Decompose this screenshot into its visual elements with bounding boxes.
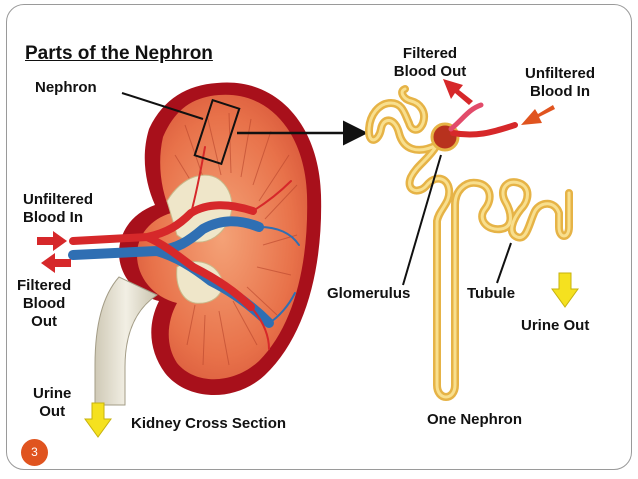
renal-pelvis-lower bbox=[176, 261, 223, 304]
label-urine-out-left: Urine Out bbox=[33, 385, 71, 421]
unfiltered-blood-in-arrow-left bbox=[37, 231, 67, 251]
label-tubule: Tubule bbox=[467, 285, 516, 302]
label-line: Blood In bbox=[530, 83, 590, 100]
label-kidney-cross-section: Kidney Cross Section bbox=[131, 415, 287, 432]
slide-title: Parts of the Nephron bbox=[25, 43, 213, 64]
page-number-badge: 3 bbox=[21, 439, 48, 466]
label-line: Filtered bbox=[17, 277, 72, 294]
label-one-nephron: One Nephron bbox=[427, 411, 523, 428]
slide: Parts of the Nephron Nephron Unfiltered … bbox=[6, 4, 632, 470]
small-vessels bbox=[190, 146, 300, 350]
tubule-pointer bbox=[496, 242, 512, 284]
efferent-arteriole bbox=[448, 102, 484, 132]
label-line: Unfiltered bbox=[524, 65, 595, 82]
nephron-highlight-box bbox=[193, 98, 241, 166]
ureter bbox=[94, 276, 159, 406]
label-filtered-blood-out-left: Filtered Blood Out bbox=[17, 277, 71, 331]
label-line: Unfiltered bbox=[23, 191, 94, 208]
kidney-cross-section bbox=[68, 82, 322, 406]
label-line: Out bbox=[31, 313, 57, 330]
urine-out-arrow-right bbox=[551, 272, 579, 308]
label-line: Blood Out bbox=[393, 63, 467, 80]
label-line: Blood bbox=[22, 295, 66, 312]
nephron-diagram bbox=[37, 79, 579, 438]
afferent-arteriole bbox=[450, 122, 518, 138]
kidney-cortex bbox=[137, 94, 308, 380]
label-urine-out-right: Urine Out bbox=[521, 317, 590, 334]
medulla-striations bbox=[174, 112, 298, 366]
unfiltered-blood-in-arrow-right bbox=[521, 105, 555, 125]
label-line: Urine bbox=[33, 385, 72, 402]
one-nephron bbox=[365, 85, 573, 401]
glomerulus-pointer bbox=[402, 154, 442, 286]
filtered-blood-out-arrow-left bbox=[41, 253, 71, 273]
label-line: Out bbox=[39, 403, 66, 420]
label-glomerulus: Glomerulus bbox=[327, 285, 411, 302]
label-nephron: Nephron bbox=[35, 79, 97, 96]
renal-artery bbox=[69, 201, 257, 311]
label-unfiltered-blood-in-left: Unfiltered Blood In bbox=[23, 191, 93, 227]
label-line: Blood In bbox=[23, 209, 83, 226]
filtered-blood-out-arrow-top bbox=[443, 79, 473, 105]
label-unfiltered-blood-in-right: Unfiltered Blood In bbox=[515, 65, 605, 101]
nephron-tubule-highlight bbox=[367, 87, 571, 399]
label-filtered-blood-out-top: Filtered Blood Out bbox=[385, 45, 475, 81]
nephron-pointer bbox=[121, 92, 204, 120]
label-line: Filtered bbox=[402, 45, 458, 62]
urine-out-arrow-left bbox=[84, 402, 112, 438]
